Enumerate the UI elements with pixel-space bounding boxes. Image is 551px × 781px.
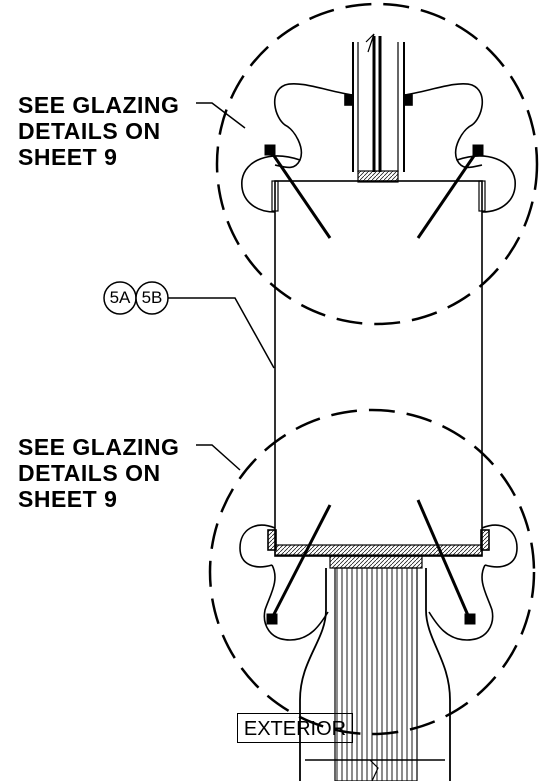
- bottom-note-line-3: SHEET 9: [18, 486, 118, 512]
- top-fasteners: [264, 144, 484, 239]
- bottom-note-line-1: SEE GLAZING: [18, 434, 180, 460]
- leader-lines: [196, 102, 275, 471]
- top-note-line-1: SEE GLAZING: [18, 92, 180, 118]
- bottom-frame: [299, 555, 451, 781]
- tag-5a-label: 5A: [109, 288, 131, 307]
- bottom-note-line-2: DETAILS ON: [18, 460, 161, 486]
- bottom-detail-circle: [208, 408, 536, 736]
- tag-5b-label: 5B: [141, 288, 163, 307]
- top-glass-infill: [352, 33, 405, 183]
- top-gaskets: [241, 83, 516, 213]
- exterior-label: EXTERIOR: [237, 713, 353, 743]
- top-note-line-3: SHEET 9: [18, 144, 118, 170]
- top-note-line-2: DETAILS ON: [18, 118, 161, 144]
- bottom-gaskets: [239, 524, 518, 641]
- bottom-glazing-note: SEE GLAZING DETAILS ON SHEET 9: [18, 434, 179, 512]
- bottom-fasteners: [266, 499, 476, 625]
- top-glazing-note: SEE GLAZING DETAILS ON SHEET 9: [18, 92, 179, 170]
- mullion-body: [271, 180, 486, 557]
- top-detail-circle: [215, 2, 539, 326]
